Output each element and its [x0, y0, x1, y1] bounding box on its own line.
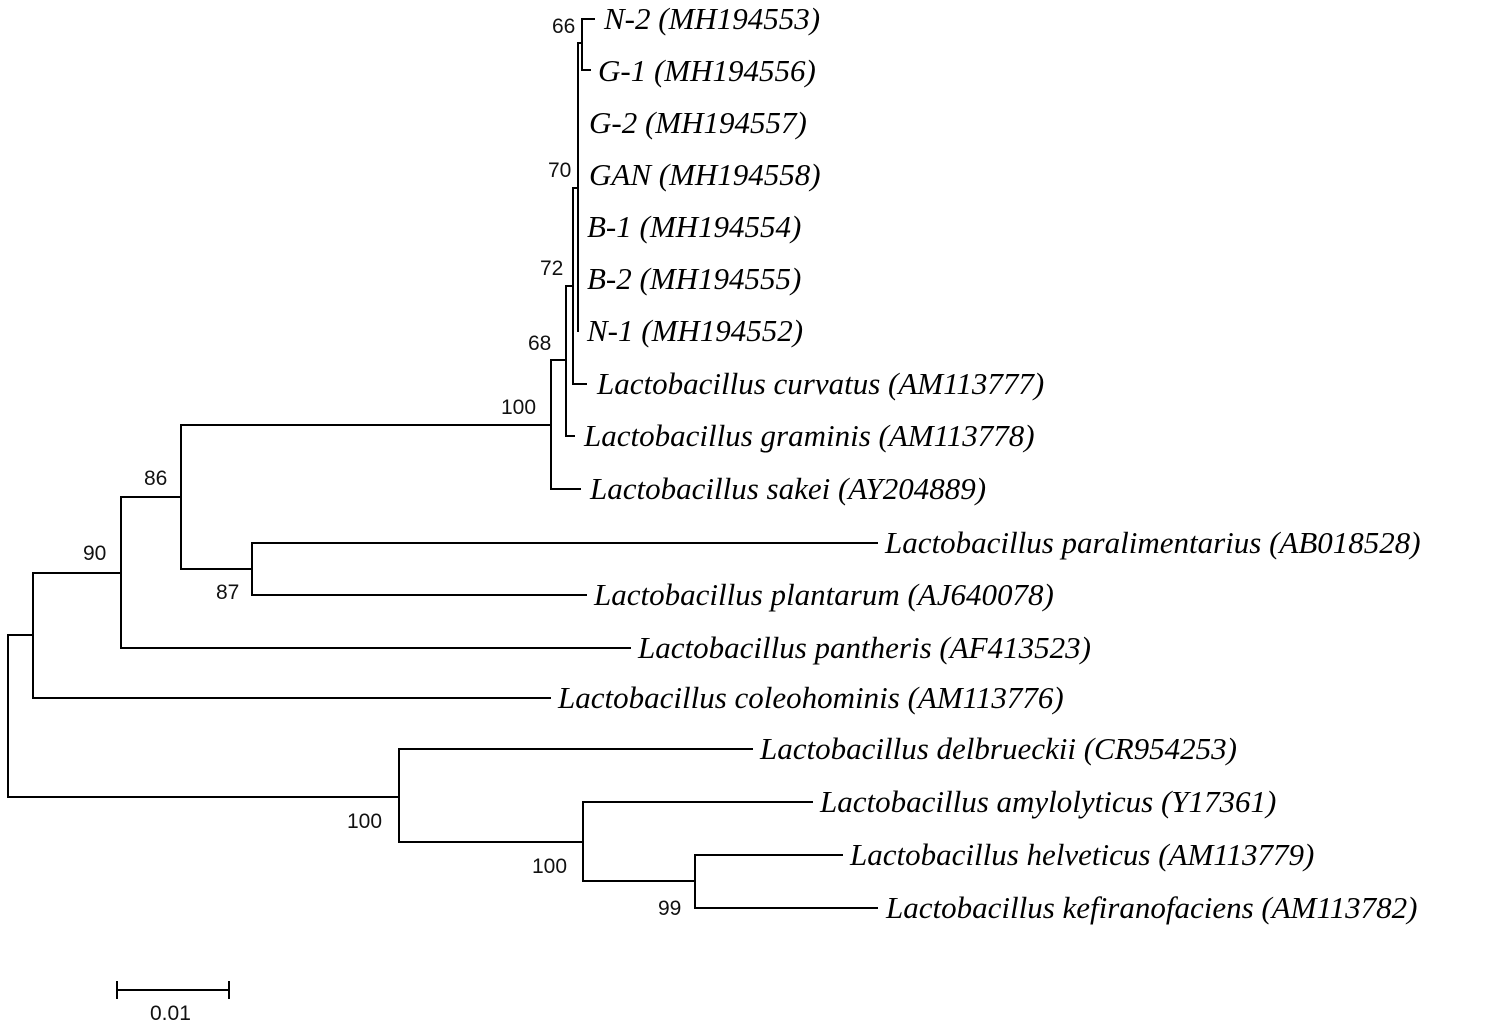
bootstrap-value: 86: [144, 467, 167, 490]
bootstrap-value: 87: [216, 581, 239, 604]
bootstrap-value: 100: [501, 396, 536, 419]
leaf-label-pantheris: Lactobacillus pantheris (AF413523): [637, 630, 1091, 665]
leaf-label-g1: G-1 (MH194556): [598, 53, 816, 88]
bootstrap-value: 99: [658, 897, 681, 920]
leaf-label-g2: G-2 (MH194557): [589, 105, 807, 140]
leaf-label-helveticus: Lactobacillus helveticus (AM113779): [849, 837, 1314, 872]
bootstrap-value: 90: [83, 542, 106, 565]
leaf-label-b2: B-2 (MH194555): [587, 261, 801, 296]
tree-branches: [7, 18, 878, 909]
leaf-label-gan: GAN (MH194558): [589, 157, 821, 192]
leaf-label-coleohominis: Lactobacillus coleohominis (AM113776): [557, 680, 1064, 715]
leaf-label-delbrueckii: Lactobacillus delbrueckii (CR954253): [759, 731, 1237, 766]
bootstrap-value: 66: [552, 15, 575, 38]
scale-bar: 0.01: [116, 981, 230, 1025]
leaf-label-b1: B-1 (MH194554): [587, 209, 801, 244]
leaf-label-kefiranofaciens: Lactobacillus kefiranofaciens (AM113782): [885, 890, 1418, 925]
leaf-label-sakei: Lactobacillus sakei (AY204889): [589, 471, 986, 506]
leaf-label-n1: N-1 (MH194552): [586, 313, 803, 348]
scale-bar-label: 0.01: [150, 1002, 191, 1025]
leaf-label-amylolyticus: Lactobacillus amylolyticus (Y17361): [819, 784, 1276, 819]
bootstrap-value: 70: [548, 159, 571, 182]
leaf-label-curvatus: Lactobacillus curvatus (AM113777): [596, 366, 1044, 401]
leaf-label-paralimentarius: Lactobacillus paralimentarius (AB018528): [884, 525, 1421, 560]
leaf-label-n2: N-2 (MH194553): [603, 1, 820, 36]
leaf-label-graminis: Lactobacillus graminis (AM113778): [583, 418, 1035, 453]
leaf-label-plantarum: Lactobacillus plantarum (AJ640078): [593, 577, 1054, 612]
bootstrap-value: 100: [347, 810, 382, 833]
leaf-labels: N-2 (MH194553) G-1 (MH194556) G-2 (MH194…: [557, 1, 1421, 925]
bootstrap-value: 100: [532, 855, 567, 878]
bootstrap-value: 68: [528, 332, 551, 355]
bootstrap-values: 66 70 72 68 100 86 87 90 100 100 99: [83, 15, 681, 920]
bootstrap-value: 72: [540, 257, 563, 280]
